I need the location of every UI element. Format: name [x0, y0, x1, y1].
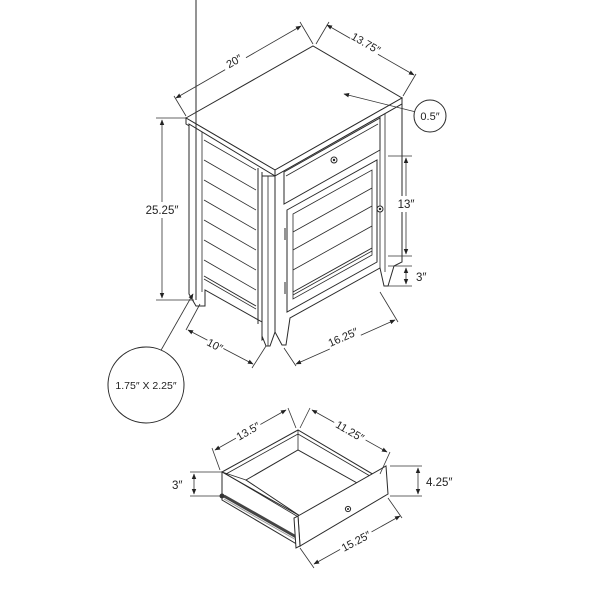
leg-size-label: 1.75″ X 2.25″	[115, 380, 176, 392]
height-label: 25.25″	[146, 205, 179, 217]
leg-size-callout	[107, 346, 185, 424]
drawer-illustration	[219, 429, 389, 549]
drawer-front-height-label: 4.25″	[426, 477, 452, 489]
cabinet-door	[284, 159, 384, 313]
leg-clearance-label: 3″	[416, 272, 426, 284]
cabinet-dimension-lines	[107, 21, 447, 424]
top-thickness-callout	[413, 99, 447, 133]
end-table-illustration	[184, 0, 404, 347]
drawer-side-height-label: 3″	[172, 480, 182, 492]
door-height-label: 13″	[398, 199, 415, 211]
top-thickness-label: 0.5″	[420, 111, 439, 123]
drawer-dimension-lines	[190, 407, 422, 569]
drawer-front	[283, 117, 381, 205]
side-depth-label: 10″	[205, 337, 225, 355]
side-slats	[203, 139, 257, 310]
